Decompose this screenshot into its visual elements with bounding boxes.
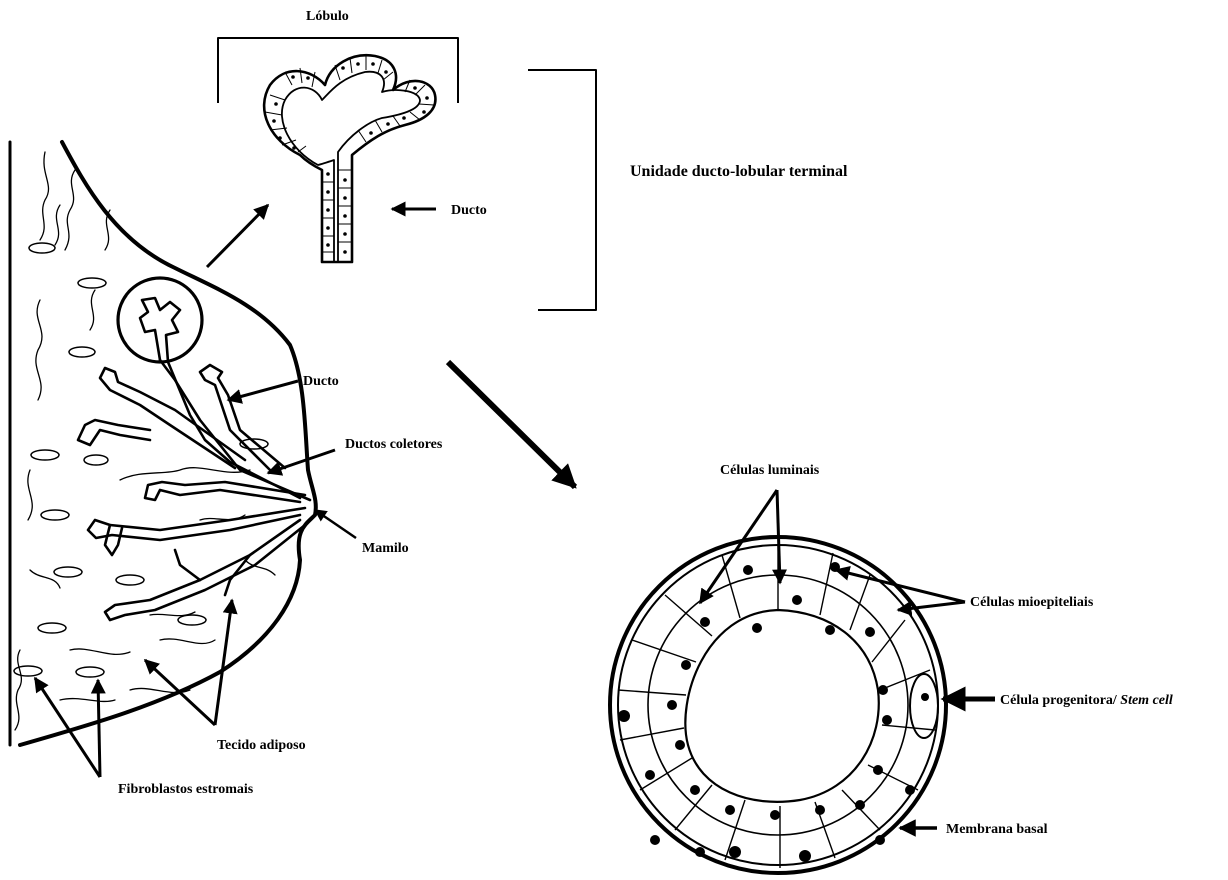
arrow-mamilo xyxy=(315,510,356,538)
label-fibroblastos: Fibroblastos estromais xyxy=(118,782,254,797)
breast-section xyxy=(10,142,316,745)
label-ducto-breast: Ducto xyxy=(303,374,339,389)
duct-branch-bottom xyxy=(105,520,305,620)
label-membrana-basal: Membrana basal xyxy=(946,822,1048,837)
duct-branch-mid xyxy=(145,482,305,502)
arrow-adiposo-1 xyxy=(145,660,215,725)
breast-outline xyxy=(20,142,316,745)
label-mamilo: Mamilo xyxy=(362,541,409,556)
lobule-bracket xyxy=(218,38,458,103)
arrow-to-cross-section xyxy=(448,362,575,487)
label-celulas-mioepiteliais: Células mioepiteliais xyxy=(970,595,1094,610)
duct-branch-left1 xyxy=(100,368,245,468)
label-lobulo: Lóbulo xyxy=(306,9,349,24)
arrow-fibro-2 xyxy=(98,680,100,777)
label-ducto-top: Ducto xyxy=(451,203,487,218)
arrow-ducto-breast xyxy=(228,381,298,400)
arrow-fibro-1 xyxy=(35,678,100,777)
lobule-outline xyxy=(264,55,435,262)
arrow-mioepiteliais-2 xyxy=(898,602,965,610)
label-unidade-ducto-lobular: Unidade ducto-lobular terminal xyxy=(630,163,848,180)
arrow-luminais-1 xyxy=(700,490,777,603)
arrow-to-lobule xyxy=(207,205,268,267)
lobule-highlight-circle xyxy=(118,278,202,362)
lobule-cells xyxy=(265,56,434,252)
duct-branch-left2 xyxy=(78,420,150,445)
arrow-adiposo-2 xyxy=(215,600,232,725)
arrows xyxy=(35,205,995,828)
label-celula-progenitora: Célula progenitora/ Stem cell xyxy=(1000,693,1173,708)
tdlu-bracket xyxy=(528,70,596,310)
label-tecido-adiposo: Tecido adiposo xyxy=(217,738,306,753)
lobule-in-breast xyxy=(140,298,180,362)
arrow-mioepiteliais-1 xyxy=(836,570,965,602)
duct-lumen xyxy=(685,610,878,802)
labels: Lóbulo Ducto Unidade ducto-lobular termi… xyxy=(118,9,1173,837)
duct-cross-section xyxy=(610,537,946,873)
label-ductos-coletores: Ductos coletores xyxy=(345,437,443,452)
label-celulas-luminais: Células luminais xyxy=(720,463,820,478)
tdlu-detail xyxy=(218,38,596,310)
